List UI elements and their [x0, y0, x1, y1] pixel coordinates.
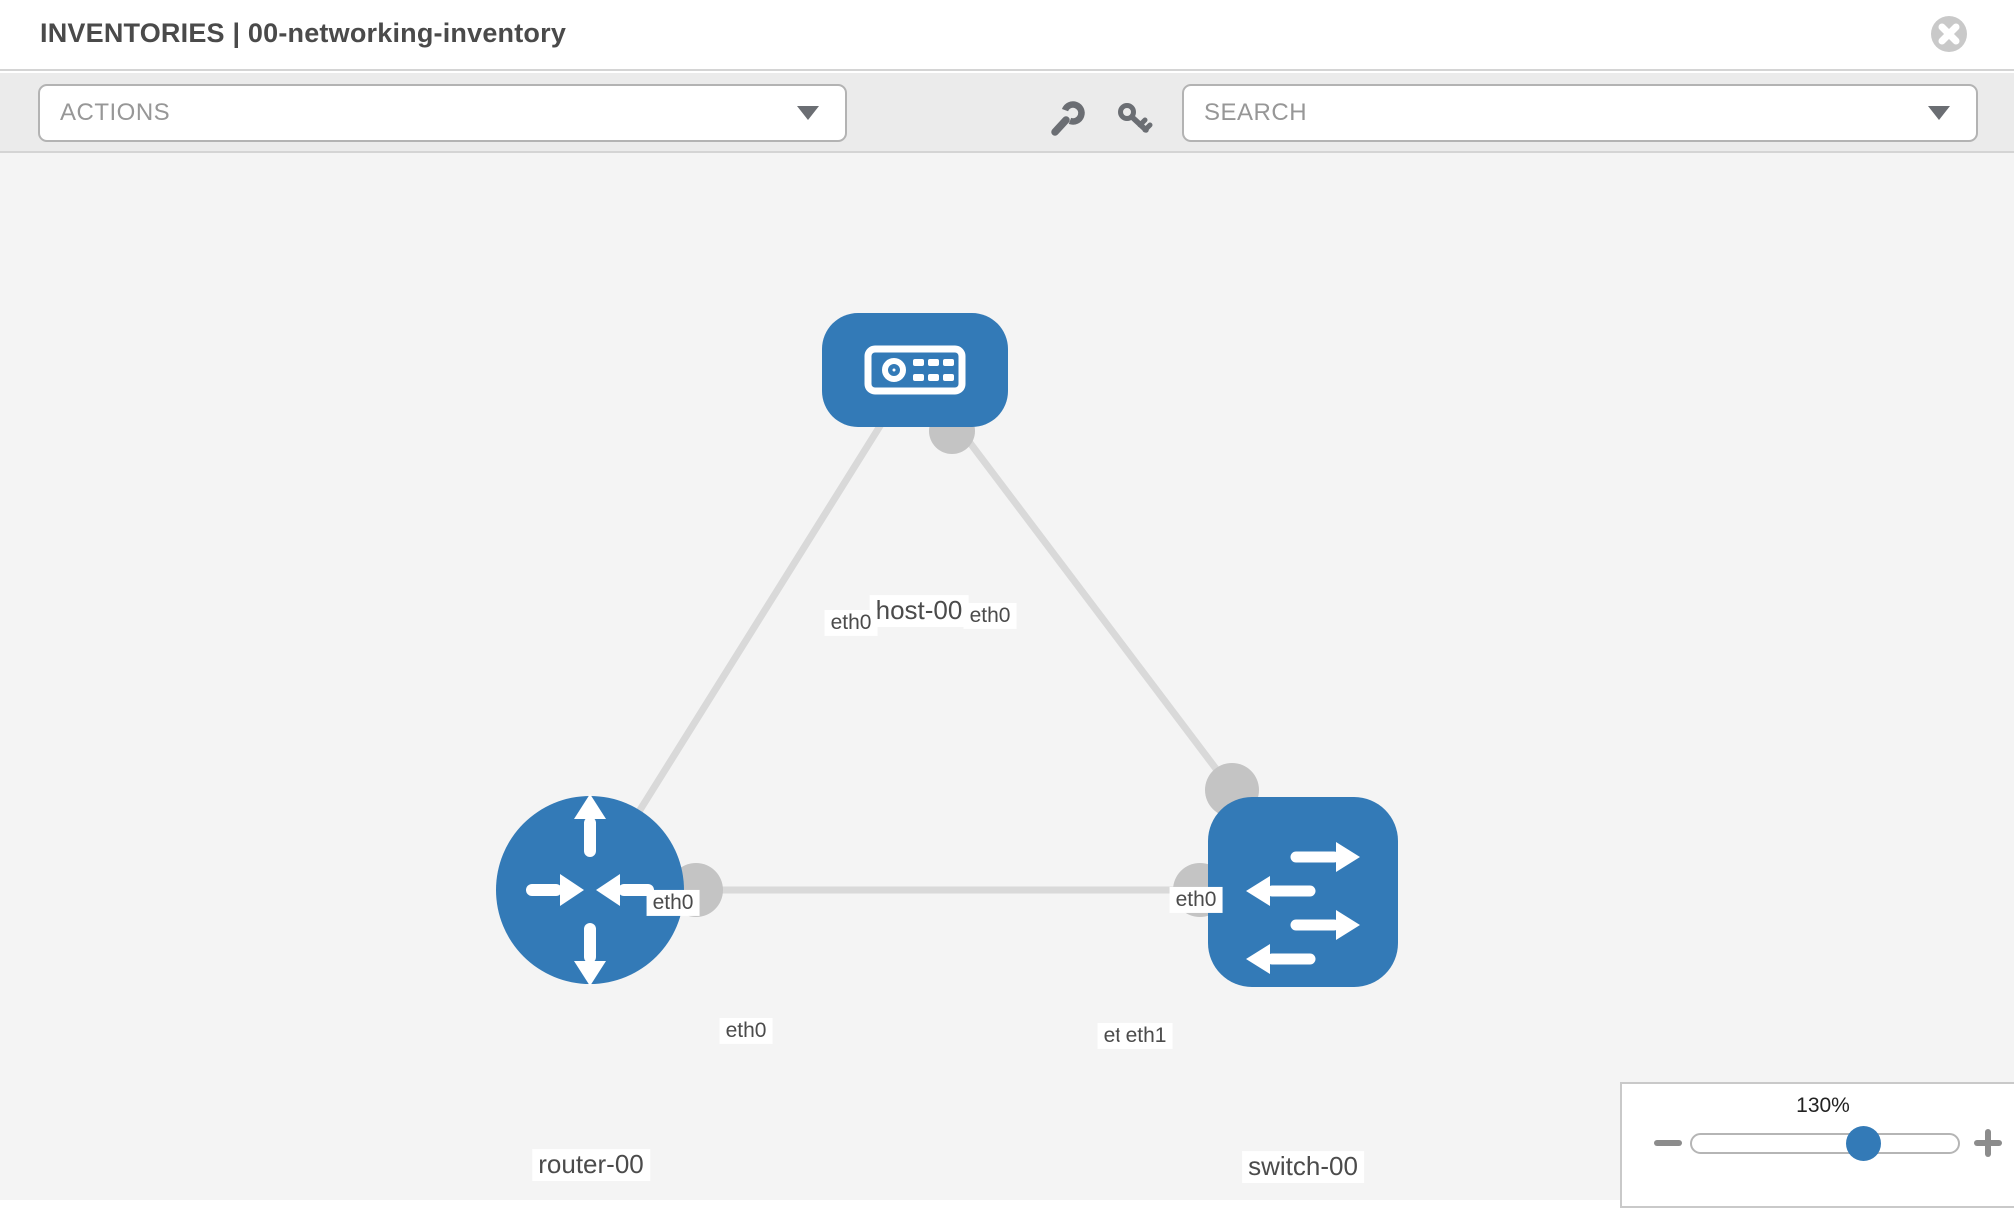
link-host-router[interactable]	[587, 368, 918, 892]
node-label-router: router-00	[532, 1149, 650, 1181]
server-icon	[864, 345, 966, 395]
topology-canvas[interactable]: host-00 router-00 switch-00 eth0 eth0 et…	[0, 153, 2014, 1200]
interface-label: eth0	[963, 602, 1017, 630]
router-icon	[526, 794, 654, 986]
key-button[interactable]	[1113, 99, 1157, 143]
actions-dropdown-label: ACTIONS	[60, 99, 171, 126]
key-icon	[1115, 102, 1155, 143]
zoom-out-button[interactable]	[1650, 1125, 1686, 1161]
interface-label: eth0	[719, 1017, 773, 1045]
interface-label: eth0	[646, 889, 700, 917]
interface-label: eth0	[1169, 886, 1223, 914]
wrench-icon	[1047, 100, 1087, 143]
chevron-down-icon	[797, 106, 819, 120]
tools-button[interactable]	[1045, 99, 1089, 143]
close-button[interactable]	[1930, 15, 1968, 53]
interface-label: eth0	[824, 609, 878, 637]
actions-dropdown[interactable]: ACTIONS	[38, 84, 847, 142]
search-placeholder: SEARCH	[1204, 99, 1308, 126]
minus-icon	[1654, 1140, 1682, 1146]
page-title: INVENTORIES | 00-networking-inventory	[40, 18, 567, 48]
node-host-00[interactable]	[822, 313, 1008, 427]
switch-icon	[1246, 842, 1360, 974]
node-label-host: host-00	[869, 595, 969, 627]
plus-icon	[1985, 1129, 1991, 1157]
zoom-in-button[interactable]	[1970, 1125, 2006, 1161]
node-router-00[interactable]	[496, 794, 684, 986]
header: INVENTORIES | 00-networking-inventory	[0, 0, 2014, 71]
close-icon	[1930, 16, 1968, 56]
zoom-slider-handle[interactable]	[1846, 1126, 1881, 1161]
node-switch-00[interactable]	[1208, 797, 1398, 987]
zoom-level: 130%	[1796, 1094, 1850, 1117]
topology-graph	[496, 313, 1398, 987]
interface-label: eth1	[1119, 1022, 1173, 1050]
chevron-down-icon	[1928, 106, 1950, 120]
zoom-slider-track[interactable]	[1690, 1133, 1960, 1154]
search-input[interactable]: SEARCH	[1182, 84, 1978, 142]
node-label-switch: switch-00	[1242, 1151, 1364, 1183]
toolbar: ACTIONS SEARCH	[0, 73, 2014, 153]
